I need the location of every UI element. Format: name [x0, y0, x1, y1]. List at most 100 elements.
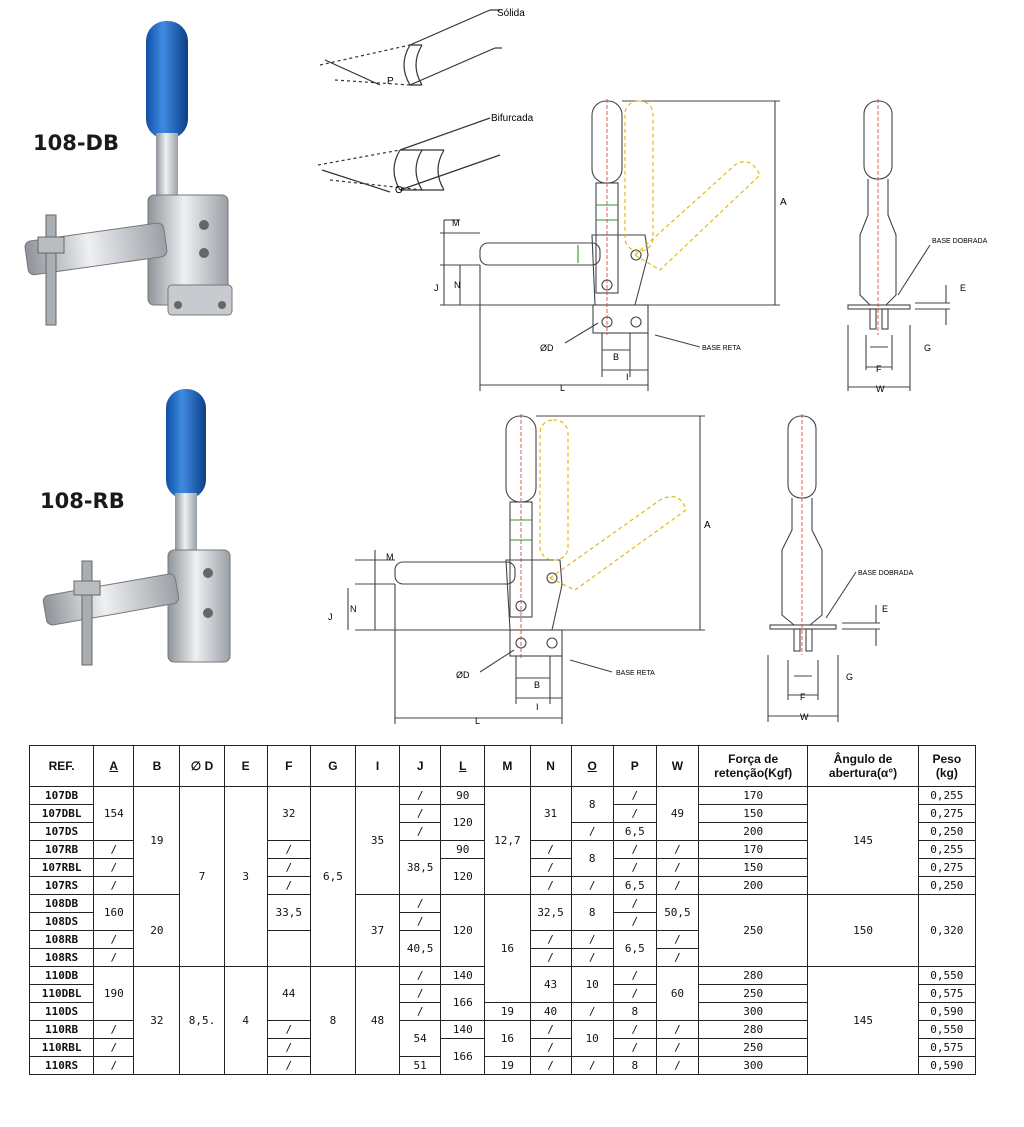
cell-w: 60 — [655, 966, 700, 1021]
cell-j: / — [399, 804, 442, 823]
header-angulo-line1: Ângulo de — [833, 752, 893, 766]
cell-peso: 0,550 — [917, 966, 977, 985]
cell-i: 35 — [354, 786, 401, 895]
cell-f — [266, 930, 311, 967]
label-base-reta: BASE RETA — [702, 345, 741, 352]
cell-ref: 107RBL — [28, 858, 95, 877]
header-f: F — [266, 745, 311, 787]
cell-a: / — [93, 876, 135, 895]
cell-peso: 0,550 — [917, 1020, 977, 1039]
label-a: A — [780, 197, 787, 208]
header-peso-line1: Peso — [932, 752, 962, 766]
cell-n: / — [529, 1056, 572, 1075]
table-row: 110RBL / / 166 / / / 250 0,575 — [28, 1038, 977, 1075]
cell-m: 16 — [484, 894, 531, 1003]
table-row: 108DB 160 20 33,5 37 / 120 16 32,5 8 / 5… — [28, 894, 977, 1003]
cell-j: / — [399, 822, 442, 841]
cell-angulo: 150 — [807, 894, 919, 967]
cell-g: 6,5 — [309, 786, 356, 967]
cell-ref: 108DS — [28, 912, 95, 931]
table-row: 107DBL / 120 / 150 0,275 — [28, 804, 977, 841]
cell-n: 43 — [529, 966, 572, 1003]
cell-o: / — [570, 822, 614, 841]
cell-a: / — [93, 1038, 135, 1057]
cell-ref: 107DB — [28, 786, 95, 805]
cell-e: 4 — [223, 966, 268, 1075]
cell-w: / — [655, 840, 700, 859]
cell-ref: 107RS — [28, 876, 95, 895]
header-w: W — [655, 745, 700, 787]
cell-a: / — [93, 1020, 135, 1039]
cell-p: 8 — [612, 1002, 657, 1021]
cell-l: 120 — [440, 858, 486, 895]
bar-end-profiles-diagram: Sólida P Bifurcada O — [317, 8, 534, 196]
cell-j: / — [399, 984, 442, 1003]
label-l: L — [560, 383, 565, 393]
cell-j: / — [399, 966, 442, 985]
label-bifurcada: Bifurcada — [491, 113, 534, 124]
cell-i: 48 — [354, 966, 401, 1075]
label-f: F — [800, 692, 806, 702]
cell-ref: 108RS — [28, 948, 95, 967]
cell-p: / — [612, 966, 657, 985]
cell-forca: 250 — [697, 984, 809, 1003]
cell-n: / — [529, 1020, 572, 1039]
product-label-108-db: 108-DB — [33, 131, 119, 155]
cell-l: 166 — [440, 984, 486, 1021]
cell-forca: 300 — [697, 1002, 809, 1021]
cell-l: 90 — [440, 840, 486, 859]
cell-forca: 150 — [697, 858, 809, 877]
cell-peso: 0,575 — [917, 1038, 977, 1057]
cell-w: / — [655, 1056, 700, 1075]
label-od: ØD — [456, 670, 470, 680]
label-j: J — [328, 612, 333, 622]
label-base-reta: BASE RETA — [616, 670, 655, 677]
label-l: L — [475, 716, 480, 726]
cell-g: 8 — [309, 966, 356, 1075]
cell-peso: 0,575 — [917, 984, 977, 1003]
label-e: E — [882, 604, 888, 614]
label-w: W — [876, 384, 885, 394]
header-m: M — [484, 745, 531, 787]
cell-forca: 170 — [697, 786, 809, 805]
table-row: 110RS / / 51 19 / / 8 / 300 0,590 — [28, 1056, 977, 1075]
cell-w: / — [655, 858, 700, 877]
label-j: J — [434, 283, 439, 293]
cell-l: 166 — [440, 1038, 486, 1075]
header-forca-line1: Força de — [728, 752, 779, 766]
cell-n: / — [529, 840, 572, 859]
cell-m: 16 — [484, 1020, 531, 1057]
table-row: 107RB / / 38,5 90 / 8 / / 170 0,255 — [28, 840, 977, 895]
header-o: O — [570, 745, 614, 787]
cell-forca: 170 — [697, 840, 809, 859]
cell-a: 190 — [93, 966, 135, 1021]
cell-p: / — [612, 1020, 657, 1039]
cell-forca: 250 — [697, 1038, 809, 1057]
cell-o: 8 — [570, 786, 614, 823]
cell-ref: 107DS — [28, 822, 95, 841]
table-header-row: REF. A B ∅ D E F G I J L M N O P W Força… — [28, 745, 977, 787]
side-view-drawing-108-rb: A M J N ØD B I BASE RETA L — [328, 414, 711, 726]
label-b: B — [613, 352, 619, 362]
cell-ref: 110RBL — [28, 1038, 95, 1057]
table-row: 107DS / / 6,5 200 0,250 — [28, 822, 977, 841]
cell-forca: 280 — [697, 966, 809, 985]
cell-peso: 0,255 — [917, 840, 977, 859]
cell-p: / — [612, 858, 657, 877]
cell-w: 50,5 — [655, 894, 700, 931]
header-p: P — [612, 745, 657, 787]
cell-f: / — [266, 1038, 311, 1057]
cell-ref: 110DBL — [28, 984, 95, 1003]
cell-f: 44 — [266, 966, 311, 1021]
header-angulo-line2: abertura(α°) — [828, 766, 898, 780]
cell-ref: 110DB — [28, 966, 95, 985]
cell-j: / — [399, 894, 442, 913]
cell-forca: 300 — [697, 1056, 809, 1075]
label-n: N — [454, 280, 461, 290]
cell-n: / — [529, 876, 572, 895]
cell-l: 120 — [440, 894, 486, 967]
cell-ref: 110DS — [28, 1002, 95, 1021]
cell-peso: 0,320 — [917, 894, 977, 967]
